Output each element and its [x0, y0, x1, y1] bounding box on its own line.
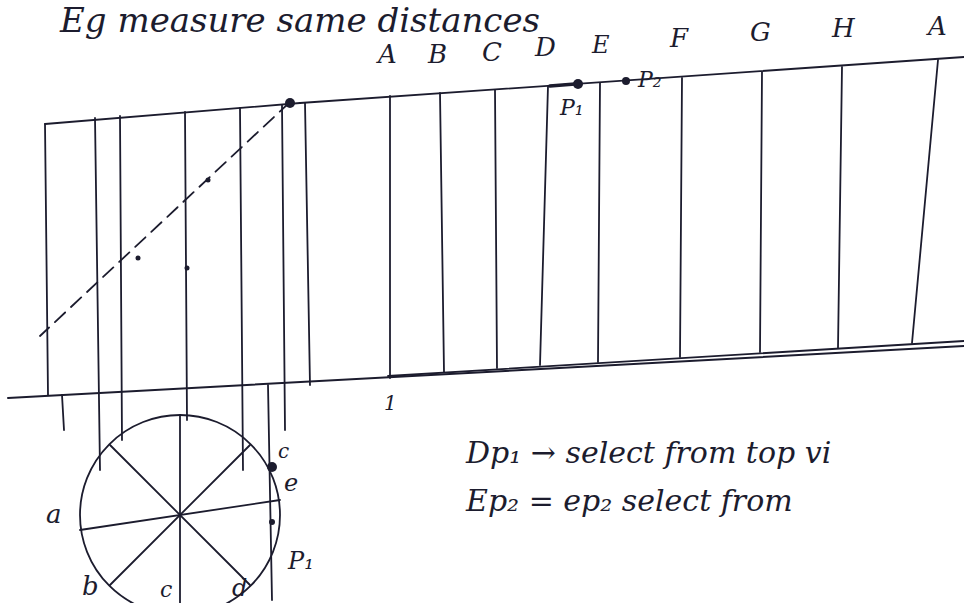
element-line	[440, 93, 444, 372]
point-label: P₁	[288, 548, 314, 574]
point-dot	[269, 519, 275, 525]
diameter-line	[179, 415, 181, 603]
front-view-side	[305, 103, 310, 385]
element-line	[389, 96, 391, 378]
point-letter: b	[82, 572, 99, 601]
reference-line	[8, 346, 964, 398]
generator-line	[240, 108, 243, 470]
element-line	[838, 67, 842, 348]
note-text: Dp₁ → select from top vi	[466, 436, 831, 469]
projector-line	[268, 385, 272, 600]
point-letter: D	[535, 33, 556, 62]
point-label: P₁	[560, 96, 584, 120]
element-line	[680, 78, 682, 357]
element-line	[760, 72, 762, 352]
front-view-top	[45, 103, 300, 124]
note-text: Eg measure same distances	[60, 2, 540, 39]
point-letter: a	[46, 500, 62, 529]
point-letter: E	[592, 32, 610, 58]
point-letter: c	[160, 578, 172, 602]
front-view-side	[45, 124, 48, 395]
point-letter: d	[232, 575, 247, 601]
point-letter: H	[832, 14, 855, 43]
distance-mark	[550, 84, 575, 86]
element-line	[912, 60, 938, 343]
point-label: P₂	[638, 68, 662, 92]
element-line	[598, 83, 600, 362]
point-letter: G	[750, 18, 771, 47]
point-letter: B	[428, 40, 447, 69]
point-dot	[185, 266, 190, 271]
point-number: 1	[384, 392, 397, 414]
element-line	[540, 86, 548, 365]
point-dot	[206, 178, 211, 183]
point-dot	[267, 462, 277, 472]
point-letter: c	[278, 440, 289, 462]
point-dot	[136, 256, 141, 261]
note-text: Ep₂ = ep₂ select from	[466, 484, 793, 517]
point-dot	[622, 77, 630, 85]
point-letter: A	[378, 40, 397, 69]
point-dot	[573, 79, 583, 89]
development-top	[300, 57, 964, 103]
development-bottom	[388, 341, 964, 376]
top-view-circle	[80, 415, 280, 603]
point-letter: F	[670, 24, 688, 53]
element-line	[495, 90, 497, 368]
point-dot	[285, 98, 295, 108]
point-letter: A	[928, 12, 947, 41]
generator-line	[282, 105, 285, 430]
generator-line	[95, 118, 100, 470]
point-letter: C	[482, 38, 502, 67]
projector-line	[62, 395, 64, 430]
point-letter: e	[284, 470, 298, 496]
cutting-plane-line	[40, 102, 290, 336]
